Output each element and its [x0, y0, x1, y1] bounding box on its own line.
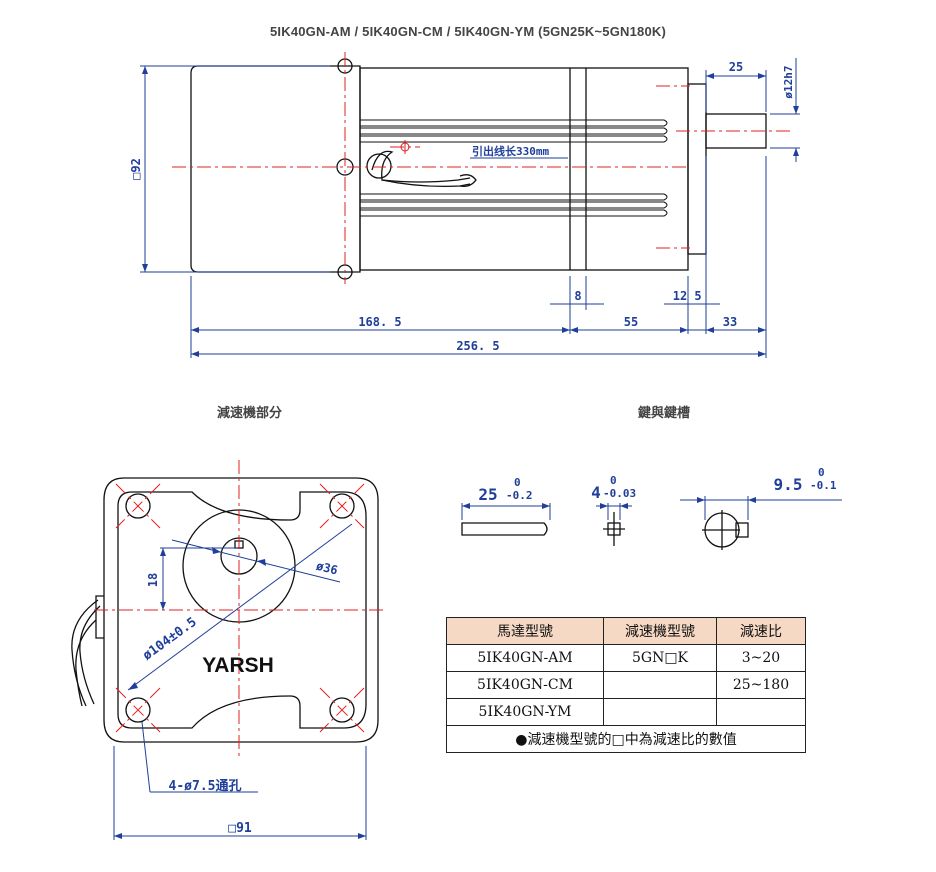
dim-key-w-tol-up: 0 — [610, 474, 617, 487]
dimension-lines-front — [113, 523, 367, 840]
cell: 5IK40GN-AM — [446, 644, 604, 672]
dim-slot-tol-up: 0 — [818, 466, 825, 479]
table-row: 5IK40GN-YM — [446, 698, 806, 726]
brand-logo: YARSH — [202, 654, 274, 677]
cell — [603, 698, 717, 726]
cell — [716, 698, 806, 726]
dim-slot: 9.5 — [774, 475, 803, 494]
gear-section-label: 減速機部分 — [217, 405, 283, 420]
dim-104: ø104±0.5 — [140, 615, 199, 664]
col-header: 馬達型號 — [446, 617, 604, 645]
table-row: 5IK40GN-CM 25~180 — [446, 671, 806, 699]
centerlines-front — [94, 460, 386, 760]
dim-shaft-len: 25 — [729, 60, 743, 74]
dim-key-len: 25 — [478, 485, 497, 504]
cell: 5IK40GN-CM — [446, 671, 604, 699]
dim-slot-tol-lo: -0.1 — [810, 479, 837, 492]
page-title: 5IK40GN-AM / 5IK40GN-CM / 5IK40GN-YM (5G… — [269, 24, 666, 39]
dim-key-len-tol-lo: -0.2 — [506, 489, 533, 502]
key-section-label: 鍵與鍵槽 — [638, 405, 691, 420]
cell: 25~180 — [716, 671, 806, 699]
dim-256: 256. 5 — [456, 339, 499, 353]
centerlines-top — [172, 52, 790, 284]
model-table: 馬達型號 減速機型號 減速比 5IK40GN-AM 5GN□K 3~20 5IK… — [446, 617, 806, 753]
motor-side-view — [190, 58, 767, 280]
table-note-row: ●減速機型號的□中為減速比的數值 — [446, 725, 806, 753]
dim-shaft-dia: ø12h7 — [782, 65, 795, 98]
dim-18: 18 — [146, 573, 160, 587]
cell — [603, 671, 717, 699]
dimension-arrows-front — [114, 547, 366, 839]
dim-lead: 引出线长330mm — [472, 144, 549, 158]
dim-height: □92 — [129, 158, 143, 180]
table-row: 5IK40GN-AM 5GN□K 3~20 — [446, 644, 806, 672]
gearbox-front-view — [71, 477, 379, 743]
dim-36: ø36 — [315, 559, 339, 578]
dim-key-w: 4 — [591, 483, 601, 502]
cell: 3~20 — [716, 644, 806, 672]
dim-key-len-tol-up: 0 — [514, 476, 521, 489]
dim-8: 8 — [574, 289, 581, 303]
table-note: ●減速機型號的□中為減速比的數值 — [446, 725, 806, 753]
col-header: 減速機型號 — [603, 617, 717, 645]
col-header: 減速比 — [716, 617, 806, 645]
key-views — [461, 510, 749, 550]
dim-91: □91 — [228, 821, 252, 836]
dim-holes: 4-ø7.5通孔 — [169, 778, 242, 794]
dim-33: 33 — [723, 315, 737, 329]
dimension-lines-top — [140, 58, 800, 358]
dim-55: 55 — [624, 315, 638, 329]
dim-key-w-tol-lo: -0.03 — [603, 487, 636, 500]
dimension-arrows-top — [142, 66, 799, 357]
cell: 5GN□K — [603, 644, 717, 672]
dim-5: 5 — [694, 289, 701, 303]
dim-12: 12 — [673, 289, 687, 303]
table-header-row: 馬達型號 減速機型號 減速比 — [446, 617, 806, 645]
cell: 5IK40GN-YM — [446, 698, 604, 726]
dimension-arrows-key — [462, 497, 756, 509]
center-mark — [400, 142, 410, 152]
dim-168: 168. 5 — [358, 315, 401, 329]
